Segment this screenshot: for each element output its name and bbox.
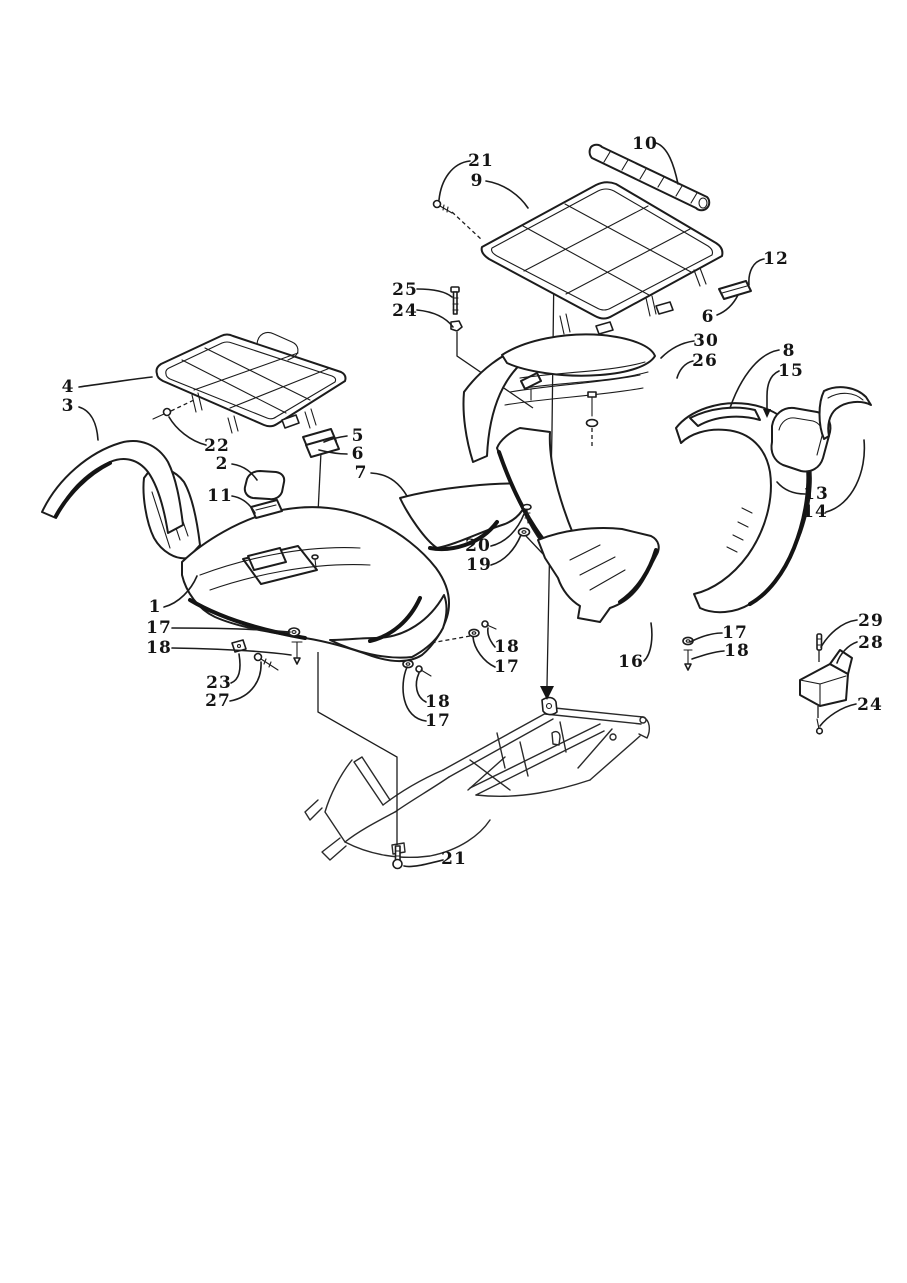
heel-guard — [770, 406, 832, 473]
callout-20: 20 — [465, 536, 491, 556]
callout-9: 9 — [471, 171, 484, 191]
bolt-glyph-22 — [152, 407, 172, 420]
callout-10: 10 — [632, 134, 658, 154]
callout-29: 29 — [858, 611, 884, 631]
pin-glyph-29 — [816, 633, 823, 651]
callout-18-right: 18 — [724, 641, 750, 661]
grab-bar — [588, 143, 711, 212]
front-rack — [155, 331, 347, 434]
callout-17-left: 17 — [146, 618, 172, 638]
clip-glyph-23 — [231, 639, 247, 653]
screw-glyph-6-line — [311, 554, 319, 569]
washer-glyph-19 — [517, 527, 531, 537]
callout-21-top: 21 — [468, 151, 494, 171]
bolt-glyph-center — [585, 391, 599, 446]
bolt-glyph-21-top — [432, 199, 453, 214]
callout-15: 15 — [778, 361, 804, 381]
callout-23: 23 — [206, 673, 232, 693]
bracket-12 — [718, 280, 752, 300]
callout-13: 13 — [803, 484, 829, 504]
bolt-glyph-25 — [450, 286, 460, 315]
callout-28: 28 — [858, 633, 884, 653]
callout-14: 14 — [802, 502, 828, 522]
callout-7: 7 — [355, 463, 368, 483]
side-panel — [399, 482, 530, 551]
callout-1: 1 — [149, 597, 162, 617]
callout-30: 30 — [693, 331, 719, 351]
down-arrow-icon — [540, 686, 554, 700]
callout-labels: 21 9 10 12 25 24 6 30 26 8 15 4 3 22 2 5… — [62, 134, 884, 869]
callout-17-mid: 17 — [425, 711, 451, 731]
bracket-5-6 — [302, 428, 340, 458]
bolt-glyph-17-r1 — [481, 620, 497, 630]
nut-glyph-24 — [450, 320, 463, 332]
rear-rack — [480, 181, 724, 335]
callout-2: 2 — [216, 454, 229, 474]
callout-24-right: 24 — [857, 695, 883, 715]
screw-glyph-20 — [522, 503, 532, 524]
bracket-11 — [250, 499, 283, 519]
rear-bracket — [799, 649, 853, 707]
bolt-glyph-27 — [253, 652, 279, 671]
callout-16: 16 — [618, 652, 644, 672]
front-fender — [181, 506, 450, 663]
front-fender-flare — [41, 440, 201, 560]
callout-17-r1: 17 — [494, 657, 520, 677]
mud-strip — [818, 386, 872, 440]
bolt-glyph-18-right — [683, 649, 693, 671]
callout-18-r1: 18 — [494, 637, 520, 657]
callout-4: 4 — [62, 377, 75, 397]
callout-18-mid: 18 — [425, 692, 451, 712]
callout-26: 26 — [692, 351, 718, 371]
callout-6-right: 6 — [702, 307, 715, 327]
callout-18-left: 18 — [146, 638, 172, 658]
callout-22: 22 — [204, 436, 230, 456]
bolt-glyph-21-bottom — [392, 845, 403, 870]
bolt-glyph-18-mid — [415, 665, 432, 677]
callout-11: 11 — [207, 486, 233, 506]
washer-glyph-17-mid — [402, 659, 414, 669]
leader-15-arrow-icon — [763, 409, 771, 418]
callout-3: 3 — [62, 396, 75, 416]
washer-glyph-18-r1 — [468, 628, 480, 638]
screw-glyph-24-right — [815, 718, 824, 735]
callout-17-right: 17 — [722, 623, 748, 643]
callout-19: 19 — [466, 555, 492, 575]
footwell-panel — [537, 527, 660, 623]
callout-27: 27 — [205, 691, 231, 711]
frame-assembly — [304, 696, 651, 861]
callout-25: 25 — [392, 280, 418, 300]
pad — [243, 470, 286, 501]
callout-12: 12 — [763, 249, 789, 269]
leader-lines — [78, 142, 866, 868]
bolt-glyph-18-left — [291, 641, 303, 665]
callout-21-bottom: 21 — [441, 849, 467, 869]
callout-6-left: 6 — [352, 444, 365, 464]
callout-5: 5 — [352, 426, 365, 446]
rear-fender-assembly — [462, 333, 656, 571]
callout-8: 8 — [783, 341, 796, 361]
callout-24-left: 24 — [392, 301, 418, 321]
frame-mount-plate — [541, 696, 558, 716]
